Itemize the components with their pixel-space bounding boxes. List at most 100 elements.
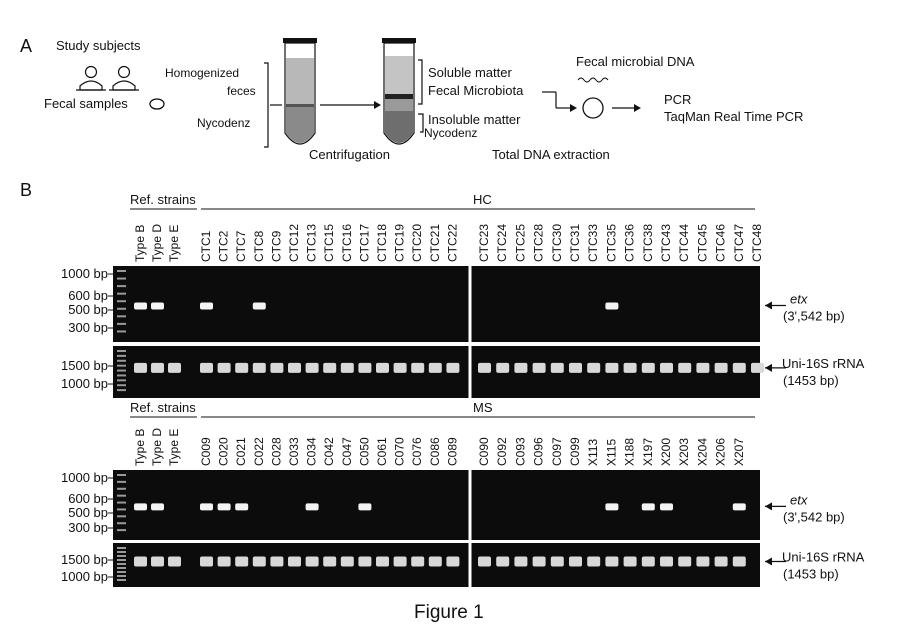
etx-band (151, 503, 164, 510)
ladder-band (117, 579, 126, 581)
rrna-band (478, 363, 491, 373)
ladder-band (117, 293, 126, 295)
lane-label: CTC22 (445, 224, 459, 262)
ladder-band (117, 315, 126, 317)
etx-band (733, 503, 746, 510)
lane-label: CTC23 (477, 224, 491, 262)
fecal-microbiota-label: Fecal Microbiota (428, 83, 524, 98)
arrow-centrifuge-head (374, 101, 381, 109)
rrna-band (288, 556, 301, 566)
lane-label: CTC17 (357, 224, 371, 262)
rrna-band (624, 556, 637, 566)
etx-band (235, 503, 248, 510)
lane-label: CTC43 (659, 224, 673, 262)
etx-arrow-head (765, 302, 772, 310)
panel-b-letter: B (20, 180, 32, 200)
lane-label: CTC19 (393, 224, 407, 262)
rrna-band (411, 556, 424, 566)
rrna-band (253, 556, 266, 566)
rrna-band (569, 556, 582, 566)
lane-label: C096 (532, 437, 546, 466)
ladder-band (117, 374, 126, 376)
rrna-band (218, 363, 231, 373)
rrna-band (551, 556, 564, 566)
lane-label: C061 (375, 437, 389, 466)
rrna-band (151, 556, 164, 566)
lane-label: Type B (133, 225, 147, 262)
lane-label: C089 (445, 437, 459, 466)
rrna-band (218, 556, 231, 566)
gel-block-ms: Ref. strainsMSType BType DType EC009C020… (61, 400, 865, 587)
ladder-band (117, 323, 126, 325)
etx-size-label: (3',542 bp) (783, 509, 845, 524)
rrna-band (678, 363, 691, 373)
etx-band (200, 303, 213, 310)
lane-label: X203 (677, 438, 691, 466)
lane-label: C022 (252, 437, 266, 466)
lane-label: C090 (477, 437, 491, 466)
total-dna-label: Total DNA extraction (492, 147, 610, 162)
etx-size-label: (3',542 bp) (783, 309, 845, 324)
rrna-band (496, 556, 509, 566)
rrna-band (235, 363, 248, 373)
study-subject-icon (109, 67, 139, 91)
rrna-band (323, 363, 336, 373)
tube-after-centrifugation (382, 38, 416, 144)
fecal-dna-label: Fecal microbial DNA (576, 54, 695, 69)
lane-label: X204 (695, 438, 709, 466)
lane-label: CTC33 (586, 224, 600, 262)
ladder-band (117, 350, 126, 352)
rrna-band (394, 363, 407, 373)
etx-band (134, 303, 147, 310)
arrow-to-pcr-head (634, 104, 641, 112)
lane-label: CTC28 (532, 224, 546, 262)
rrna-band (288, 363, 301, 373)
ref-strains-label: Ref. strains (130, 400, 196, 415)
insoluble-bracket (418, 114, 423, 132)
rrna-band (696, 363, 709, 373)
tube-before-centrifugation (283, 38, 317, 144)
marker-label: 500 bp (68, 505, 108, 520)
rrna-band (341, 363, 354, 373)
ladder-band (117, 370, 126, 372)
soluble-bracket (418, 60, 422, 104)
rrna-band (715, 363, 728, 373)
feces-label: feces (227, 84, 256, 98)
ladder-band (117, 551, 126, 553)
lane-label: X115 (604, 439, 618, 466)
gel-block-hc: Ref. strainsHCType BType DType ECTC1CTC2… (61, 192, 865, 398)
lane-label: CTC35 (604, 224, 618, 262)
ladder-band (117, 529, 126, 531)
ladder-band (117, 567, 126, 569)
rrna-band (733, 556, 746, 566)
lane-label: Type E (167, 225, 181, 262)
rrna-label: Uni-16S rRNA (782, 549, 865, 564)
lane-label: CTC38 (641, 224, 655, 262)
rrna-arrow-head (765, 557, 772, 565)
lane-label: CTC2 (217, 230, 231, 262)
rrna-band (696, 556, 709, 566)
lane-label: C086 (428, 437, 442, 466)
rrna-band (533, 363, 546, 373)
etx-label: etx (790, 492, 808, 507)
lane-label: CTC1 (199, 230, 213, 262)
rrna-band (587, 556, 600, 566)
lane-label: C042 (322, 437, 336, 466)
lane-label: CTC16 (340, 224, 354, 262)
lane-label: Type D (150, 428, 164, 466)
rrna-band (270, 363, 283, 373)
ladder-band (117, 559, 126, 561)
rrna-band (341, 556, 354, 566)
arrow-to-dna-head (570, 104, 577, 112)
rrna-band (151, 363, 164, 373)
rrna-band (134, 363, 147, 373)
ladder-band (117, 389, 126, 391)
ladder-band (117, 488, 126, 490)
rrna-band (200, 363, 213, 373)
lane-label: C050 (357, 437, 371, 466)
lane-label: CTC20 (410, 224, 424, 262)
etx-band (642, 503, 655, 510)
rrna-band (751, 363, 764, 373)
rrna-band (514, 363, 527, 373)
rrna-band (323, 556, 336, 566)
